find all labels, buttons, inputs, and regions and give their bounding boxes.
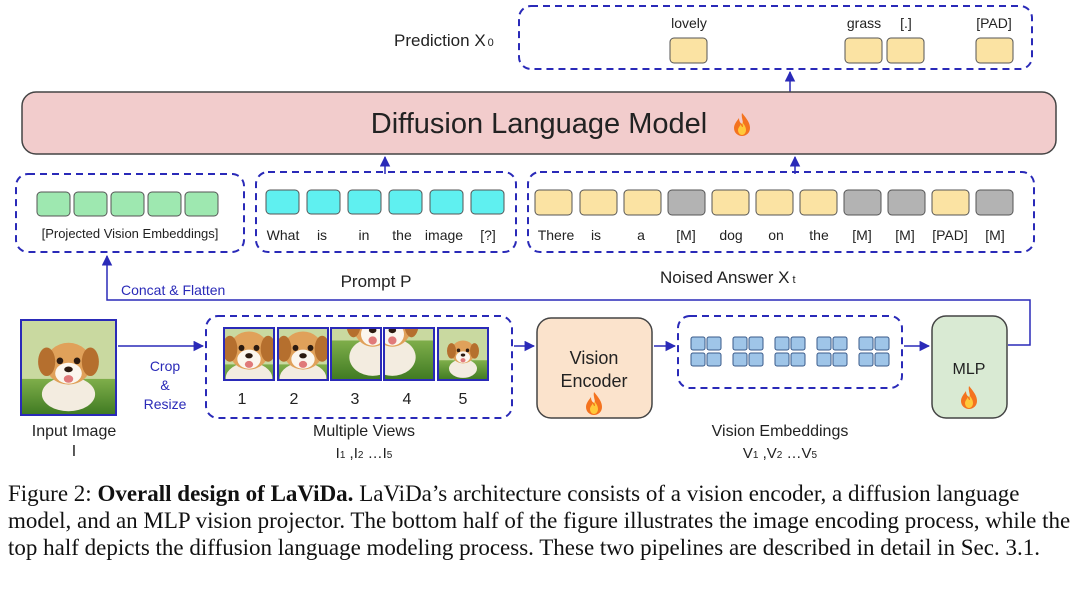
view-number: 1 [238,391,247,408]
answer-word: [M] [852,227,871,243]
prompt-word: image [425,227,463,243]
encoder-label-2: Encoder [560,371,627,391]
answer-word: is [591,227,601,243]
answer-token [799,189,838,216]
prompt-token [429,189,464,215]
prompt-word: [?] [480,227,496,243]
vision-token [36,191,71,217]
input-image-symbol: I [72,443,76,460]
mlp-block [931,315,1008,419]
prediction-token-label-period: [.] [900,15,912,31]
mask-token [667,189,706,216]
answer-token [931,189,970,216]
input-image [20,319,117,416]
view-5 [438,328,488,380]
prompt-label: Prompt P [341,272,412,291]
prediction-token-lovely [669,37,708,64]
view-number: 5 [459,391,468,408]
prediction-token-grass [844,37,883,64]
embedding-grid [690,336,890,367]
answer-token [534,189,573,216]
vision-token [110,191,145,217]
mask-token [843,189,882,216]
caption-bold: Overall design of LaViDa. [97,481,354,506]
prompt-word: is [317,227,327,243]
crop-label-2: & [160,377,170,393]
prompt-token [347,189,382,215]
prediction-token-period [886,37,925,64]
view-number: 3 [351,391,360,408]
vision-embeddings-symbol: V1 ,V2 …V5 [743,445,818,462]
caption-prefix: Figure 2: [8,481,98,506]
caption-body: LaViDa’s architecture consists of a visi… [8,481,1071,560]
concat-flatten-label: Concat & Flatten [121,282,225,298]
prompt-token [306,189,341,215]
prompt-token [265,189,300,215]
view-number: 2 [290,391,299,408]
answer-word: the [809,227,829,243]
vision-token [73,191,108,217]
vision-encoder [536,317,653,419]
prediction-token-label-lovely: lovely [671,15,707,31]
diffusion-language-model [21,91,1057,155]
mlp-label: MLP [953,361,986,378]
answer-tokens [534,189,1014,216]
prompt-word: the [392,227,412,243]
prediction-token-pad [975,37,1014,64]
prediction-token-label-pad: [PAD] [976,15,1012,31]
vision-token [147,191,182,217]
dlm-title: Diffusion Language Model [371,108,707,140]
vision-embeddings-label: Vision Embeddings [712,423,849,440]
vision-token [184,191,219,217]
mask-token [975,189,1014,216]
answer-token [755,189,794,216]
answer-word: There [538,227,575,243]
prediction-box [518,5,1033,70]
view-images [223,327,489,381]
multiple-views-symbol: I1 ,I2 …I5 [336,445,393,462]
answer-word: [M] [676,227,695,243]
noised-answer-box [527,171,1035,253]
answer-token [579,189,618,216]
projected-vision-tokens [36,191,219,217]
answer-word: dog [719,227,742,243]
answer-word: [M] [985,227,1004,243]
projected-vision-caption: [Projected Vision Embeddings] [42,226,219,241]
prompt-box [255,171,517,253]
prediction-token-label-grass: grass [847,15,881,31]
multiple-views-label: Multiple Views [313,423,415,440]
answer-token [711,189,750,216]
encoder-label-1: Vision [570,348,619,368]
answer-word: on [768,227,784,243]
figure-caption: Figure 2: Overall design of LaViDa. LaVi… [8,480,1076,561]
crop-label-3: Resize [144,396,187,412]
input-image-label: Input Image [32,423,117,440]
answer-token [623,189,662,216]
prompt-token [388,189,423,215]
mask-token [887,189,926,216]
view-number: 4 [403,391,412,408]
prompt-word: What [267,227,300,243]
prompt-word: in [359,227,370,243]
answer-word: [PAD] [932,227,968,243]
prompt-token [470,189,505,215]
answer-word: [M] [895,227,914,243]
projected-vision-box [15,173,245,253]
concat-flatten-arrow [101,254,1031,346]
prompt-tokens [265,189,505,215]
vision-embeddings-box [677,315,903,389]
multiple-views-box [205,315,513,419]
crop-label-1: Crop [150,358,181,374]
answer-word: a [637,227,645,243]
